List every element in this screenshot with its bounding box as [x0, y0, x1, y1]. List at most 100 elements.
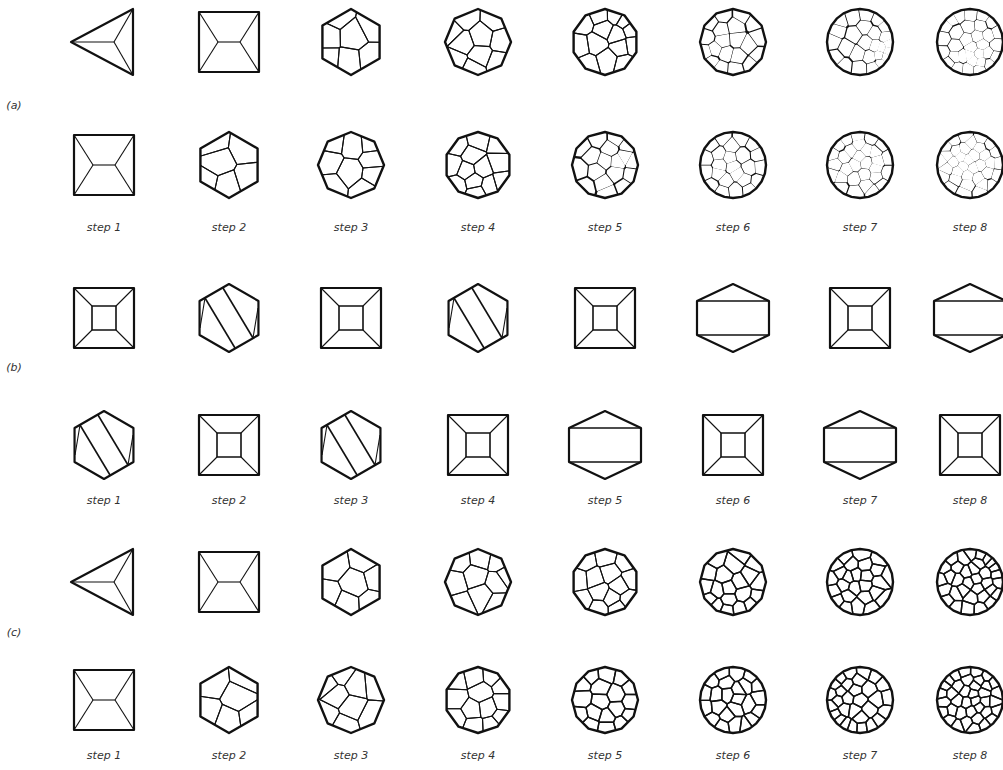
edge-line: [240, 582, 259, 612]
face: [850, 45, 864, 60]
polyhedron: [569, 411, 641, 479]
step-label: step 4: [461, 495, 495, 506]
square-outline: [321, 288, 381, 348]
polyhedron: [75, 411, 134, 479]
face: [730, 694, 746, 705]
square-outline: [830, 288, 890, 348]
inner-square: [217, 433, 241, 457]
face: [969, 150, 978, 161]
edge-line: [745, 415, 763, 433]
edge-line: [114, 582, 133, 615]
inner-square: [848, 306, 872, 330]
hexagon-outline: [934, 284, 1003, 352]
faces: [445, 667, 511, 733]
edge-line: [575, 288, 593, 306]
edge-line: [617, 330, 635, 348]
face: [980, 706, 992, 718]
face: [975, 21, 986, 31]
edge-line: [115, 670, 134, 700]
edge-line: [199, 552, 218, 582]
face: [966, 51, 974, 60]
polyhedron: [318, 667, 384, 733]
face: [870, 164, 882, 172]
inner-square: [466, 433, 490, 457]
polyhedron: [937, 549, 1003, 615]
polyhedron: [937, 667, 1003, 733]
polyhedron-outline: [937, 667, 1003, 733]
face: [974, 702, 985, 713]
polyhedron: [318, 9, 384, 75]
face: [971, 583, 985, 595]
polyhedron: [74, 135, 134, 195]
polyhedron-outline: [700, 549, 766, 615]
edge-line: [703, 415, 721, 433]
edge-line: [114, 9, 133, 42]
face: [859, 169, 870, 179]
square-outline: [199, 552, 259, 612]
dark-ground: [700, 9, 766, 75]
edge-line: [940, 457, 958, 475]
faces: [318, 549, 384, 615]
polyhedron: [200, 284, 259, 352]
face: [982, 667, 1003, 681]
face: [336, 158, 363, 189]
step-label: step 8: [953, 222, 987, 233]
polyhedron-outline: [572, 132, 638, 198]
edge-line: [824, 427, 896, 428]
face: [973, 675, 984, 686]
polyhedron: [827, 549, 893, 615]
face: [724, 152, 735, 163]
polyhedron: [937, 9, 1003, 75]
edge-line: [934, 334, 1003, 335]
edge-line: [940, 415, 958, 433]
faces: [828, 133, 893, 198]
inner-square: [92, 306, 116, 330]
face: [846, 27, 861, 43]
edge-line: [205, 298, 235, 348]
edge-line: [569, 461, 641, 462]
polyhedron-outline: [318, 667, 384, 733]
step-label: step 6: [716, 750, 750, 761]
polyhedron: [445, 9, 511, 75]
polyhedron-outline: [700, 667, 766, 733]
step-label: step 1: [87, 222, 121, 233]
dark-ground: [937, 9, 1003, 75]
face: [364, 560, 384, 592]
face: [582, 148, 599, 164]
hexagon-outline: [322, 411, 381, 479]
polyhedron-outline: [574, 549, 637, 615]
face: [833, 566, 847, 579]
faces: [937, 549, 1003, 615]
edge-line: [327, 425, 357, 475]
edge-line: [934, 300, 1003, 301]
step-label: step 3: [334, 495, 368, 506]
polyhedron-outline: [827, 549, 893, 615]
polyhedron: [572, 549, 638, 615]
edge-line: [241, 415, 259, 433]
face: [858, 36, 871, 49]
polyhedron: [700, 667, 766, 733]
polyhedron-outline: [700, 9, 766, 75]
edge-line: [71, 41, 114, 42]
face: [949, 586, 963, 601]
face: [977, 40, 988, 49]
face: [973, 172, 984, 184]
faces: [318, 9, 384, 75]
face: [741, 694, 756, 714]
polyhedron-outline: [200, 667, 257, 733]
polyhedron: [575, 288, 635, 348]
face: [608, 575, 629, 595]
face: [848, 173, 859, 185]
polyhedron: [196, 132, 262, 198]
edge-line: [617, 288, 635, 306]
polyhedron-outline: [445, 9, 511, 75]
square-outline: [74, 135, 134, 195]
dark-ground: [827, 132, 893, 198]
polyhedron: [445, 549, 511, 615]
face: [969, 163, 978, 173]
polyhedron-outline: [322, 549, 379, 615]
edge-line: [490, 457, 508, 475]
hexagon-outline: [449, 284, 508, 352]
faces: [318, 132, 384, 198]
polyhedron: [71, 9, 133, 75]
